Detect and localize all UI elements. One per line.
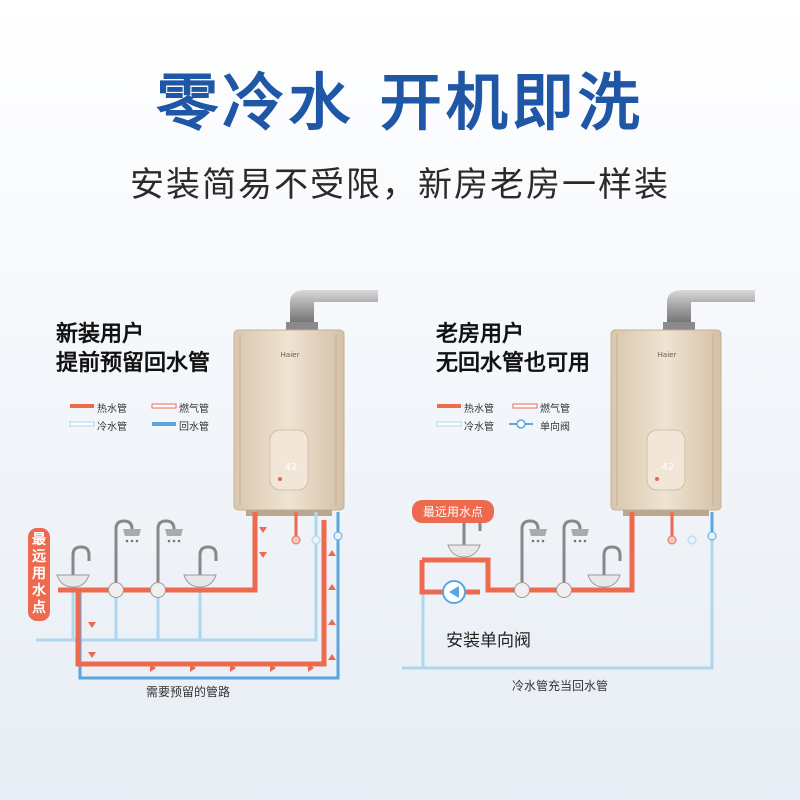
left-heater-display: 42	[285, 462, 298, 473]
right-faucet-near	[587, 545, 622, 588]
left-diagram	[36, 289, 379, 680]
right-cold-network	[402, 512, 714, 670]
right-heater-display: 42	[662, 462, 675, 473]
left-heater-brand: Haier	[281, 351, 300, 359]
left-shower-2	[156, 519, 185, 587]
left-title-line2: 提前预留回水管	[56, 351, 211, 376]
left-farthest-point-callout: 最远用水点	[28, 528, 50, 621]
right-shower-1	[520, 519, 549, 587]
right-farthest-point-callout: 最远用水点	[412, 500, 494, 523]
right-diagram	[402, 289, 756, 670]
right-junction-1	[514, 582, 530, 598]
right-faucet-far	[447, 515, 482, 558]
right-gas-valve	[667, 535, 677, 545]
right-caption: 冷水管充当回水管	[512, 679, 609, 693]
right-legend-swatches	[436, 403, 538, 429]
right-fixtures	[447, 515, 622, 598]
left-legend-swatches	[69, 403, 177, 427]
left-shower-1	[114, 519, 143, 587]
left-legend-gas: 燃气管	[179, 404, 209, 415]
left-flow-arrows	[88, 527, 336, 672]
right-return-valve	[707, 531, 717, 541]
right-title-line1: 老房用户	[436, 322, 525, 347]
right-shower-2	[562, 519, 591, 587]
right-check-valve-label: 安装单向阀	[446, 631, 531, 651]
right-title-line2: 无回水管也可用	[436, 351, 591, 376]
left-junction-2	[150, 582, 166, 598]
left-cold-valve	[311, 535, 321, 545]
left-water-heater	[233, 289, 379, 517]
subheadline: 安装简易不受限，新房老房一样装	[130, 165, 670, 205]
left-legend-hot: 热水管	[97, 404, 127, 415]
left-faucet-near	[183, 545, 218, 588]
right-legend-gas: 燃气管	[540, 404, 570, 415]
left-cold-network	[36, 512, 318, 642]
left-junction-1	[108, 582, 124, 598]
left-title: 新装用户 提前预留回水管	[56, 320, 210, 378]
right-junction-2	[556, 582, 572, 598]
right-cold-valve	[687, 535, 697, 545]
right-check-valve	[442, 580, 466, 604]
right-heater-brand: Haier	[658, 351, 677, 359]
left-title-line1: 新装用户	[56, 322, 145, 347]
left-return-valve	[333, 531, 343, 541]
right-legend-cold: 冷水管	[464, 422, 494, 433]
left-caption: 需要预留的管路	[146, 685, 231, 699]
left-legend-return: 回水管	[179, 422, 209, 433]
left-legend-cold: 冷水管	[97, 422, 127, 433]
right-water-heater	[610, 289, 756, 517]
left-faucet-far	[56, 545, 91, 588]
headline: 零冷水 开机即洗	[156, 66, 644, 139]
left-fixtures	[56, 519, 218, 598]
right-legend-hot: 热水管	[464, 404, 494, 415]
left-gas-valve	[291, 535, 301, 545]
right-legend-valve: 单向阀	[540, 422, 570, 433]
right-title: 老房用户 无回水管也可用	[436, 320, 590, 378]
